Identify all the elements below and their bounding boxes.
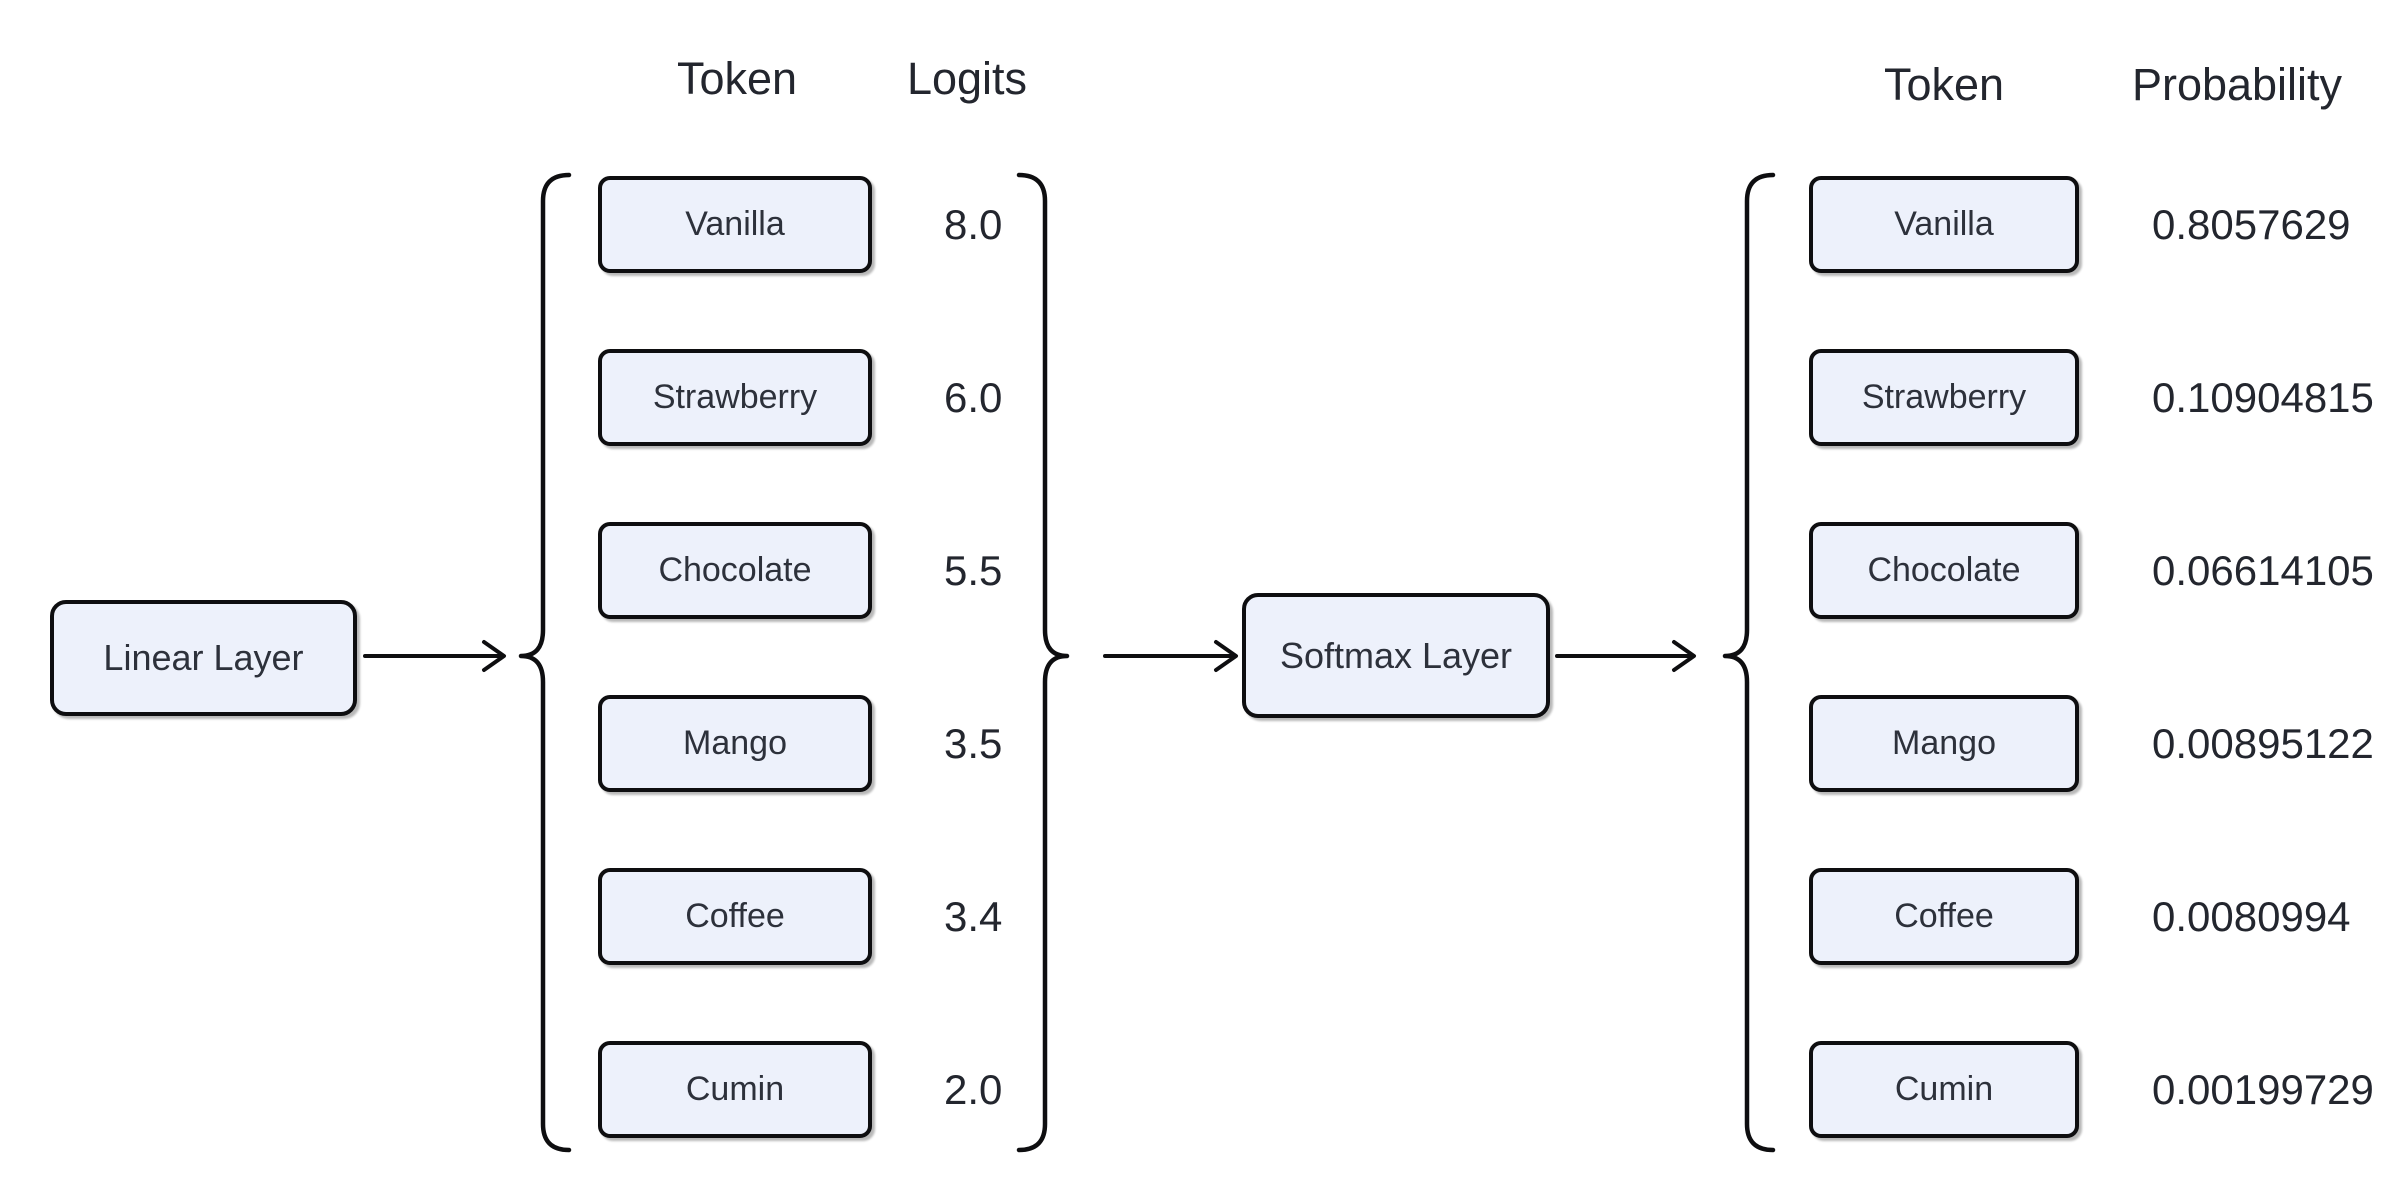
token-box-coffee: Coffee: [598, 868, 872, 965]
probability-value-chocolate: 0.06614105: [2152, 546, 2374, 594]
token-box-mango: Mango: [1809, 695, 2079, 792]
arrow-linear-to-logits-icon: [363, 640, 506, 672]
logits-left-curly-brace-icon: [518, 172, 572, 1153]
token-box-vanilla: Vanilla: [1809, 176, 2079, 273]
arrow-logits-to-softmax-icon: [1103, 640, 1238, 672]
logit-value-chocolate: 5.5: [944, 546, 1003, 594]
probability-token-header: Token: [1883, 59, 2005, 110]
token-box-cumin: Cumin: [1809, 1041, 2079, 1138]
logit-value-cumin: 2.0: [944, 1065, 1003, 1113]
probability-value-coffee: 0.0080994: [2152, 892, 2351, 940]
logit-value-mango: 3.5: [944, 719, 1003, 767]
linear-layer-node: Linear Layer: [50, 600, 357, 716]
token-box-strawberry: Strawberry: [598, 349, 872, 446]
token-box-chocolate: Chocolate: [1809, 522, 2079, 619]
probability-value-vanilla: 0.8057629: [2152, 200, 2351, 248]
logit-value-coffee: 3.4: [944, 892, 1003, 940]
token-box-mango: Mango: [598, 695, 872, 792]
softmax-layer-node: Softmax Layer: [1242, 593, 1550, 718]
logits-token-header: Token: [676, 53, 798, 104]
token-box-chocolate: Chocolate: [598, 522, 872, 619]
logit-value-vanilla: 8.0: [944, 200, 1003, 248]
probability-value-strawberry: 0.10904815: [2152, 373, 2374, 421]
logit-value-strawberry: 6.0: [944, 373, 1003, 421]
token-box-vanilla: Vanilla: [598, 176, 872, 273]
logits-right-curly-brace-icon: [1016, 172, 1070, 1153]
probability-value-header: Probability: [2131, 59, 2343, 110]
probability-value-cumin: 0.00199729: [2152, 1065, 2374, 1113]
probability-left-curly-brace-icon: [1722, 172, 1776, 1153]
logits-value-header: Logits: [906, 53, 1028, 104]
arrow-softmax-to-probability-icon: [1555, 640, 1696, 672]
token-box-strawberry: Strawberry: [1809, 349, 2079, 446]
token-box-coffee: Coffee: [1809, 868, 2079, 965]
token-box-cumin: Cumin: [598, 1041, 872, 1138]
probability-value-mango: 0.00895122: [2152, 719, 2374, 767]
